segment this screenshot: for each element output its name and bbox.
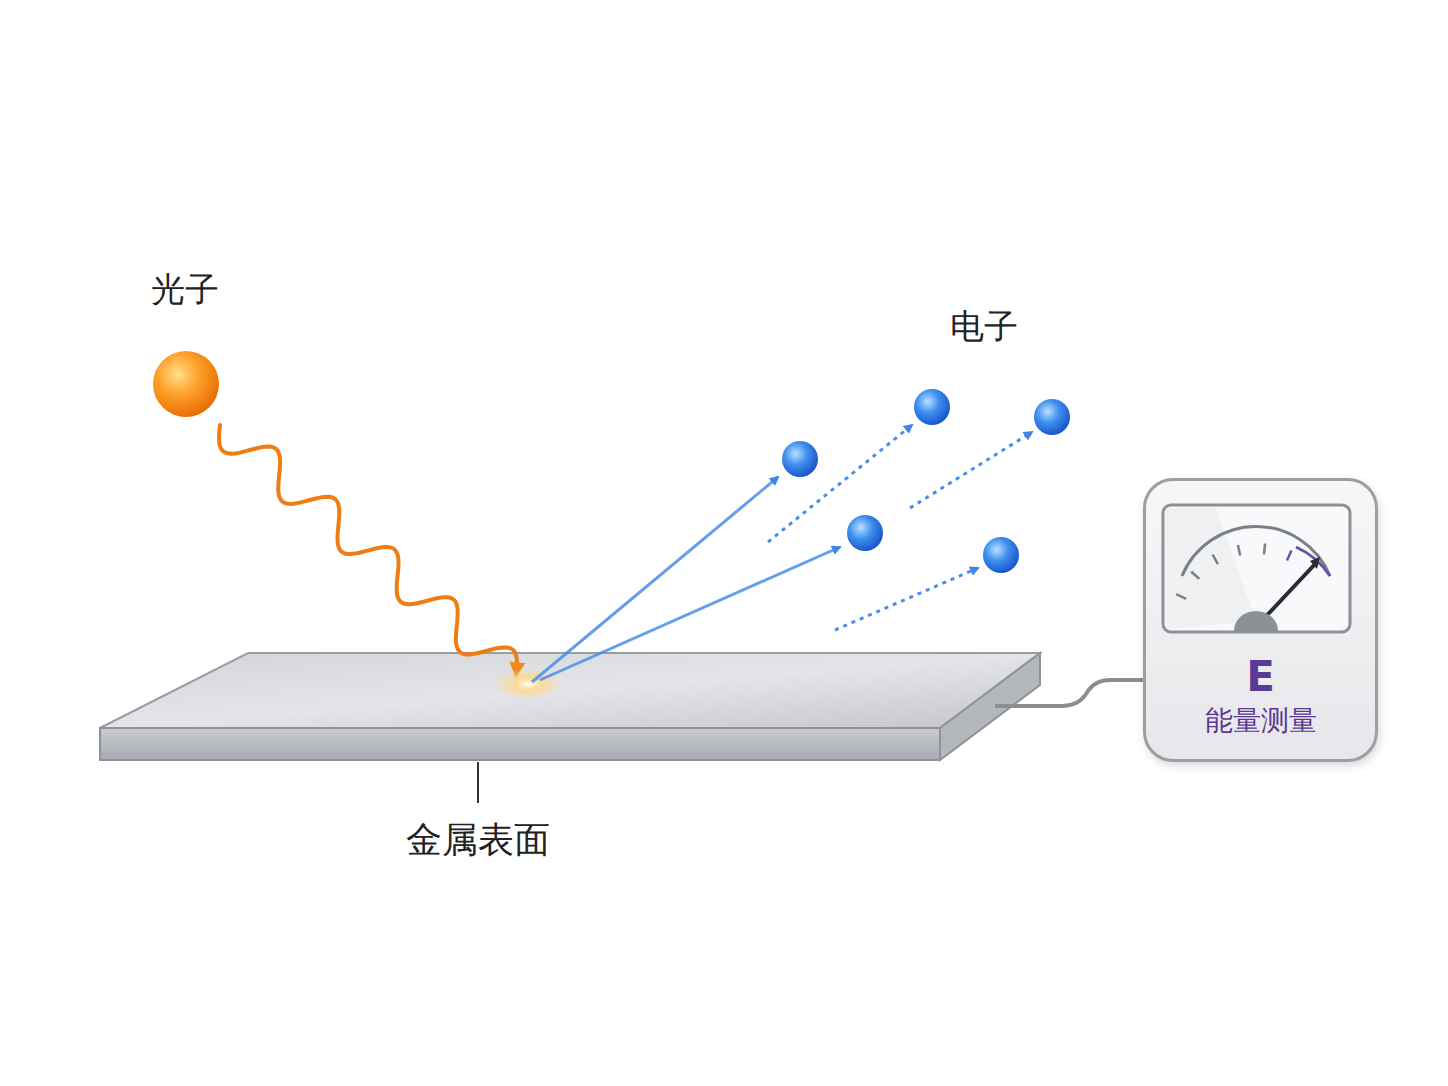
meter-title: 能量测量 xyxy=(1205,705,1317,737)
meter-symbol: E xyxy=(1246,653,1275,701)
caption-label: 光子 xyxy=(151,271,219,308)
metal-plate xyxy=(100,653,1040,760)
photon-wave xyxy=(219,425,517,674)
energy-meter: E 能量测量 xyxy=(1143,478,1378,762)
leader-line xyxy=(477,762,479,803)
electron-paths xyxy=(532,425,1032,682)
caption-label: 电子 xyxy=(950,308,1018,345)
impact-glow xyxy=(494,668,562,700)
caption-label: 金属表面 xyxy=(406,820,550,860)
photon-ball xyxy=(153,351,219,417)
wire xyxy=(995,680,1146,706)
electrons xyxy=(782,389,1070,573)
